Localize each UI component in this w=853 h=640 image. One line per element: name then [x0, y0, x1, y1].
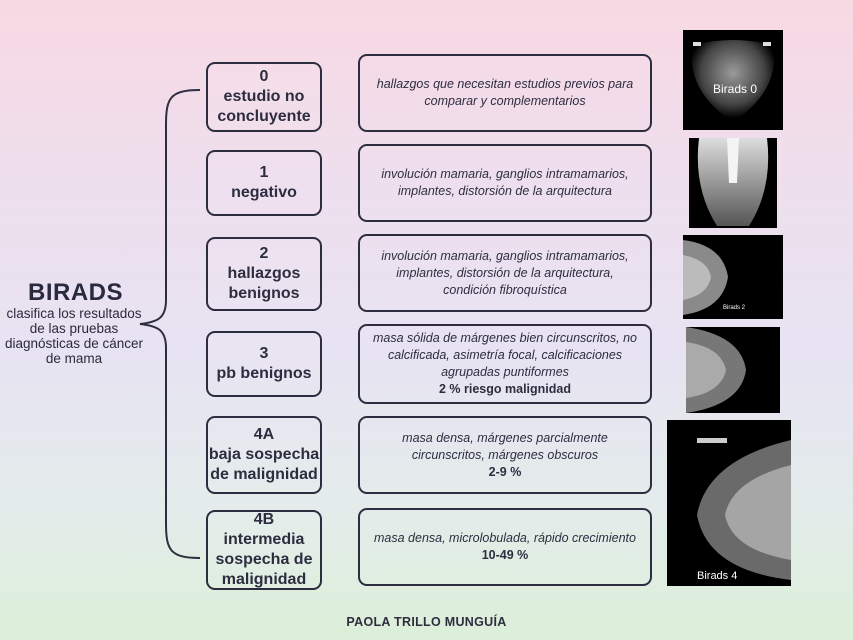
- category-box-3: 3 pb benignos: [206, 331, 322, 397]
- description-text: masa sólida de márgenes bien circunscrit…: [372, 331, 638, 379]
- category-name: intermedia sospecha de malignidad: [215, 531, 313, 588]
- description-box-2: involución mamaria, ganglios intramamari…: [358, 234, 652, 312]
- mammogram-image-0: Birads 0: [683, 30, 783, 130]
- category-name: baja sospecha de malignidad: [208, 446, 320, 483]
- description-box-3: masa sólida de márgenes bien circunscrit…: [358, 324, 652, 404]
- category-name: negativo: [231, 184, 297, 201]
- description-text: involución mamaria, ganglios intramamari…: [381, 167, 629, 198]
- mammogram-image-2: Birads 2: [683, 235, 783, 319]
- image-caption: Birads 2: [723, 305, 746, 311]
- category-code: 1: [259, 164, 269, 181]
- image-caption: Birads 0: [713, 82, 758, 96]
- category-code: 4B: [253, 511, 275, 528]
- risk-text: 2-9 %: [488, 464, 522, 479]
- category-code: 2: [259, 245, 269, 262]
- image-caption: Birads 4: [697, 570, 738, 582]
- mammogram-image-3: [686, 327, 780, 413]
- category-box-4b: 4B intermedia sospecha de malignidad: [206, 510, 322, 590]
- risk-text: 10-49 %: [481, 548, 529, 562]
- category-box-1: 1 negativo: [206, 150, 322, 216]
- description-text: masa densa, microlobulada, rápido crecim…: [374, 531, 636, 545]
- description-text: masa densa, márgenes parcialmente circun…: [402, 430, 608, 462]
- category-name: estudio no concluyente: [217, 88, 311, 125]
- description-box-1: involución mamaria, ganglios intramamari…: [358, 144, 652, 222]
- category-code: 3: [259, 345, 269, 362]
- mammogram-image-4: Birads 4: [667, 420, 791, 586]
- description-text: hallazgos que necesitan estudios previos…: [376, 77, 634, 108]
- category-code: 0: [259, 68, 269, 85]
- mammogram-image-1: [689, 138, 777, 228]
- category-name: pb benignos: [216, 365, 312, 382]
- category-code: 4A: [253, 426, 275, 443]
- category-box-4a: 4A baja sospecha de malignidad: [206, 416, 322, 494]
- risk-text: 2 % riesgo malignidad: [439, 382, 571, 396]
- description-box-0: hallazgos que necesitan estudios previos…: [358, 54, 652, 132]
- description-box-4b: masa densa, microlobulada, rápido crecim…: [358, 508, 652, 586]
- birads-subtitle: clasifica los resultados de las pruebas …: [4, 306, 144, 366]
- category-name: hallazgos benignos: [227, 265, 301, 302]
- description-box-4a: masa densa, márgenes parcialmente circun…: [358, 416, 652, 494]
- category-box-2: 2 hallazgos benignos: [206, 237, 322, 311]
- category-box-0: 0 estudio no concluyente: [206, 62, 322, 132]
- birads-title: BIRADS: [28, 279, 124, 306]
- author-name: PAOLA TRILLO MUNGUÍA: [346, 615, 507, 629]
- description-text: involución mamaria, ganglios intramamari…: [381, 248, 629, 297]
